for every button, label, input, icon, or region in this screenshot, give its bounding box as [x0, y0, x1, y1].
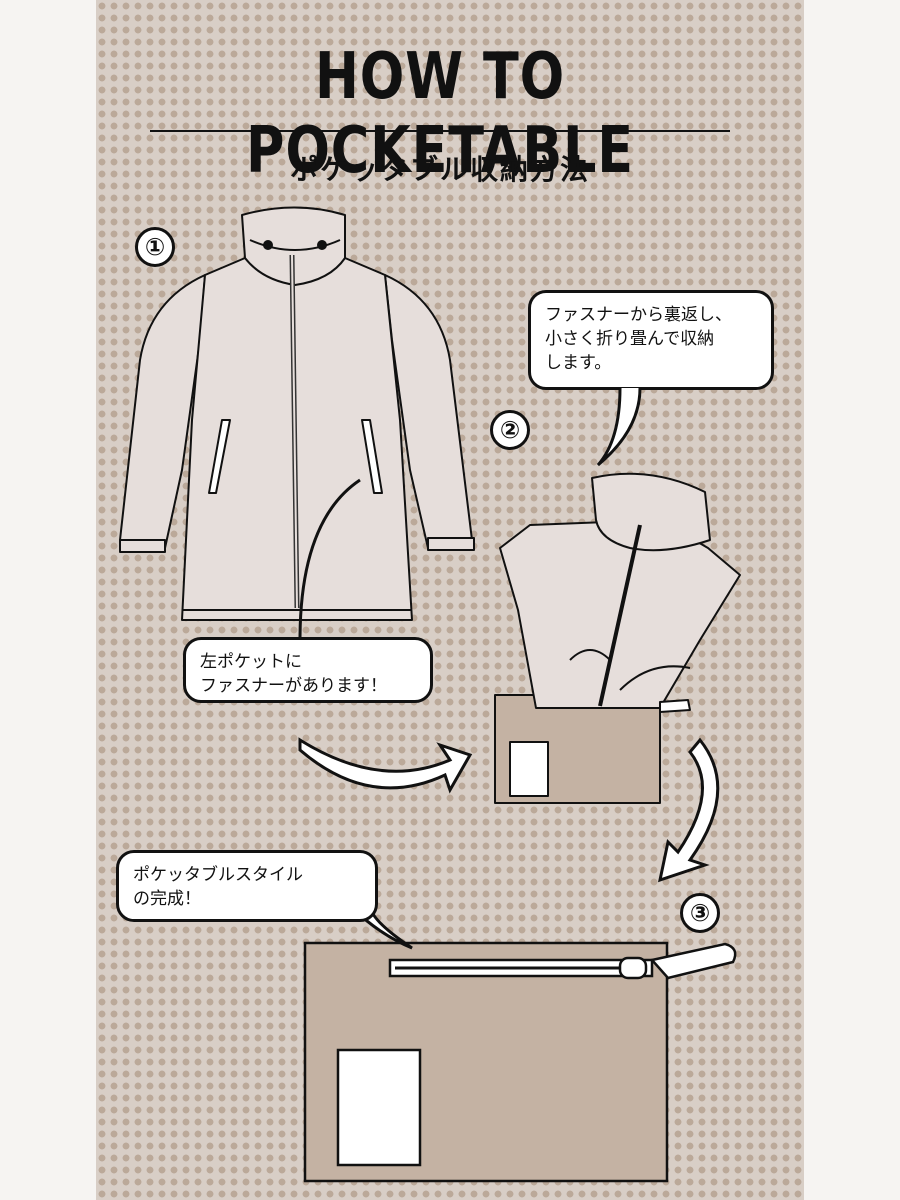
- reverse-fold-line-1: ファスナーから裏返し、: [545, 305, 732, 325]
- curved-arrow-2: [657, 737, 720, 883]
- jacket-illustration: [119, 206, 475, 621]
- complete-bubble: ポケッタブルスタイル の完成！: [116, 850, 378, 922]
- title-divider: [150, 130, 730, 132]
- pointer-curve: [298, 478, 361, 641]
- pocket-hint-line-1: 左ポケットに: [200, 652, 302, 672]
- step-2-badge: ②: [490, 410, 530, 450]
- folding-illustration: [494, 472, 741, 804]
- step-3-badge: ③: [680, 893, 720, 933]
- reverse-fold-line-2: 小さく折り畳んで収納: [545, 329, 715, 349]
- reverse-fold-line-3: します。: [545, 353, 612, 373]
- pouch-illustration: [303, 941, 737, 1183]
- right-border: [804, 0, 900, 1200]
- curved-arrow-1: [298, 737, 473, 794]
- page-subtitle: ポケッタブル収納方法: [289, 153, 590, 186]
- complete-line-2: の完成！: [133, 889, 201, 909]
- step-1-badge: ①: [135, 227, 175, 267]
- pocket-hint-line-2: ファスナーがあります！: [200, 676, 387, 696]
- complete-line-1: ポケッタブルスタイル: [133, 865, 303, 885]
- reverse-fold-bubble: ファスナーから裏返し、 小さく折り畳んで収納 します。: [528, 290, 774, 390]
- page-title: HOW TO POCKETABLE: [246, 40, 634, 188]
- pocket-hint-bubble: 左ポケットに ファスナーがあります！: [183, 637, 433, 703]
- left-border: [0, 0, 96, 1200]
